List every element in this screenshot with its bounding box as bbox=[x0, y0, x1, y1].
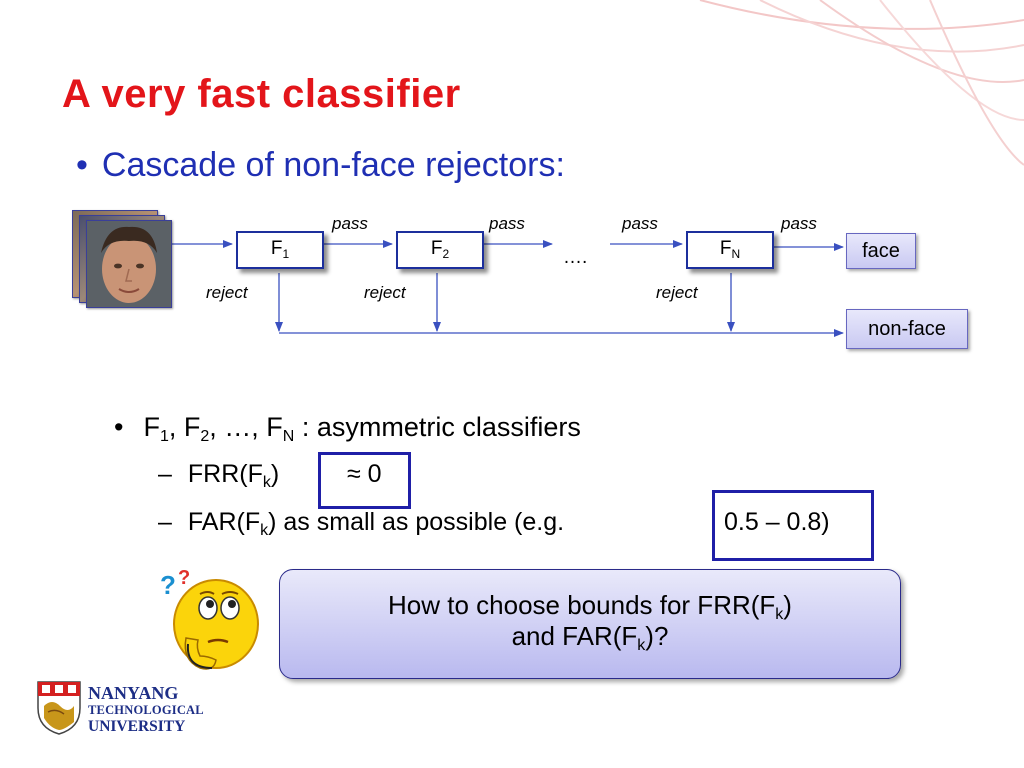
far-subbullet: –FAR(Fk) as small as possible (e.g. bbox=[158, 508, 564, 537]
b2-f2: , F bbox=[169, 412, 201, 442]
asymmetric-bullet: • F1, F2, …, FN : asymmetric classifiers bbox=[114, 412, 581, 443]
pass-label-2: pass bbox=[489, 214, 525, 234]
classifier-f2-box: F2 bbox=[396, 231, 484, 269]
svg-text:?: ? bbox=[178, 567, 190, 589]
callout-line-2: and FAR(Fk)? bbox=[280, 621, 900, 652]
ntu-line-1: NANYANG bbox=[88, 684, 204, 702]
frr-highlight-box bbox=[318, 452, 411, 509]
ntu-wordmark: NANYANG TECHNOLOGICAL UNIVERSITY bbox=[88, 684, 204, 734]
reject-label-1: reject bbox=[206, 283, 248, 303]
frr-close: ) bbox=[271, 460, 279, 488]
b2-fn: , …, F bbox=[209, 412, 283, 442]
cascade-ellipsis: …. bbox=[563, 247, 587, 269]
callout-line-1: How to choose bounds for FRR(Fk) bbox=[280, 590, 900, 621]
b2-text: : asymmetric classifiers bbox=[294, 412, 581, 442]
reject-label-2: reject bbox=[364, 283, 406, 303]
frr-text: FRR(F bbox=[188, 460, 263, 488]
ntu-line-2: TECHNOLOGICAL bbox=[88, 704, 204, 717]
callout-l2-close: )? bbox=[645, 621, 668, 651]
f2-label: F bbox=[431, 238, 443, 259]
ntu-crest-logo bbox=[34, 678, 84, 736]
face-output-label: face bbox=[862, 240, 900, 262]
face-photo-portrait bbox=[87, 221, 171, 307]
frr-sub-k: k bbox=[263, 474, 271, 491]
fn-subscript: N bbox=[731, 247, 740, 261]
nonface-output-label: non-face bbox=[868, 318, 946, 340]
ntu-line-3: UNIVERSITY bbox=[88, 719, 204, 735]
b2-sub-1: 1 bbox=[160, 428, 169, 445]
classifier-fn-box: FN bbox=[686, 231, 774, 269]
callout-l1-text: How to choose bounds for FRR(F bbox=[388, 590, 775, 620]
callout-l1-close: ) bbox=[783, 590, 792, 620]
dash-2: – bbox=[158, 508, 172, 536]
far-highlight-box bbox=[712, 490, 874, 561]
svg-text:?: ? bbox=[160, 570, 176, 600]
f1-label: F bbox=[271, 238, 283, 259]
b2-sub-n: N bbox=[283, 428, 295, 445]
fn-label: F bbox=[720, 238, 732, 259]
b2-f: F bbox=[143, 412, 160, 442]
reject-label-3: reject bbox=[656, 283, 698, 303]
far-sub-k: k bbox=[260, 522, 268, 539]
dash-1: – bbox=[158, 460, 172, 488]
classifier-f1-box: F1 bbox=[236, 231, 324, 269]
pass-label-1: pass bbox=[332, 214, 368, 234]
thinking-smiley-icon: ? ? bbox=[156, 564, 266, 680]
pass-label-4: pass bbox=[781, 214, 817, 234]
f1-subscript: 1 bbox=[282, 247, 289, 261]
nonface-output-box: non-face bbox=[846, 309, 968, 349]
far-text: FAR(F bbox=[188, 508, 260, 536]
question-callout: How to choose bounds for FRR(Fk) and FAR… bbox=[279, 569, 901, 679]
f2-subscript: 2 bbox=[442, 247, 449, 261]
b2-sub-2: 2 bbox=[200, 428, 209, 445]
frr-subbullet: –FRR(Fk) bbox=[158, 460, 279, 489]
face-output-box: face bbox=[846, 233, 916, 269]
callout-l2-text: and FAR(F bbox=[512, 621, 638, 651]
face-photo-front bbox=[86, 220, 172, 308]
bullet-dot-2: • bbox=[114, 412, 123, 442]
pass-label-3: pass bbox=[622, 214, 658, 234]
far-rest: ) as small as possible (e.g. bbox=[268, 508, 564, 536]
